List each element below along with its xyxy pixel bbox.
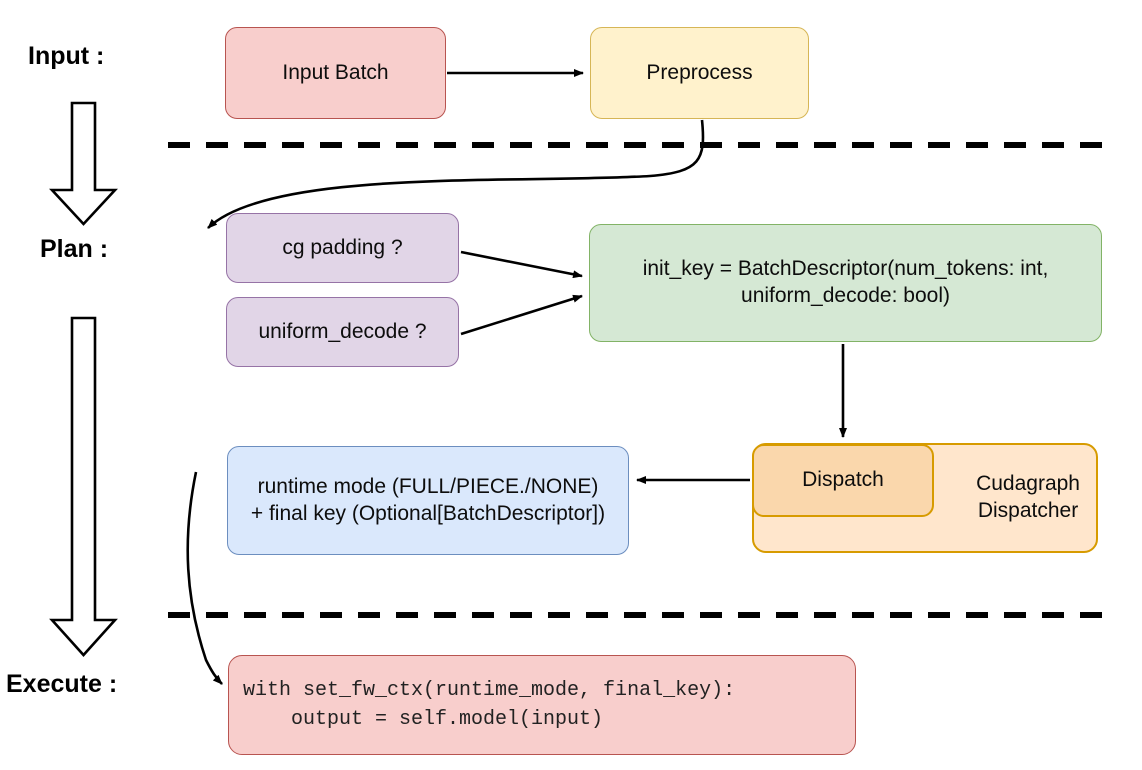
node-runtime-mode[interactable]: runtime mode (FULL/PIECE./NONE) + final … — [227, 446, 629, 555]
node-init-key-line2: uniform_decode: bool) — [741, 284, 950, 307]
node-uniform-decode[interactable]: uniform_decode ? — [226, 297, 459, 367]
node-cudagraph-dispatcher-line1: Cudagraph — [976, 472, 1080, 496]
node-runtime-mode-line2: + final key (Optional[BatchDescriptor]) — [250, 501, 606, 525]
node-cg-padding-label: cg padding ? — [282, 235, 403, 259]
node-input-batch[interactable]: Input Batch — [225, 27, 446, 119]
edge-cg-padding-to-init-key — [460, 250, 583, 279]
edge-preprocess-to-cg-padding — [207, 119, 705, 229]
stage-label-input: Input : — [28, 42, 105, 70]
node-cudagraph-dispatcher-line2: Dispatcher — [977, 499, 1079, 522]
edge-uniform-decode-to-init-key — [460, 294, 583, 336]
node-init-key[interactable]: init_key = BatchDescriptor(num_tokens: i… — [589, 224, 1102, 342]
node-preprocess-label: Preprocess — [646, 60, 753, 84]
node-cudagraph-dispatcher-label: Cudagraph Dispatcher — [976, 471, 1080, 525]
node-dispatch[interactable]: Dispatch — [752, 444, 934, 517]
node-runtime-mode-line1: runtime mode (FULL/PIECE./NONE) — [257, 474, 599, 498]
node-preprocess[interactable]: Preprocess — [590, 27, 809, 119]
plan-to-execute-block-arrow — [49, 316, 118, 657]
node-uniform-decode-label: uniform_decode ? — [258, 319, 427, 343]
edge-runtime-mode-to-execute-code — [186, 471, 223, 685]
node-cg-padding[interactable]: cg padding ? — [226, 213, 459, 283]
node-execute-code-text: with set_fw_ctx(runtime_mode, final_key)… — [243, 679, 736, 731]
node-input-batch-label: Input Batch — [282, 60, 389, 84]
node-dispatch-label: Dispatch — [802, 468, 884, 492]
stage-label-execute: Execute : — [6, 670, 118, 698]
node-init-key-line1: init_key = BatchDescriptor(num_tokens: i… — [642, 257, 1049, 281]
node-execute-code[interactable]: with set_fw_ctx(runtime_mode, final_key)… — [228, 655, 856, 755]
stage-label-plan: Plan : — [40, 235, 109, 263]
input-to-plan-block-arrow — [49, 101, 118, 226]
